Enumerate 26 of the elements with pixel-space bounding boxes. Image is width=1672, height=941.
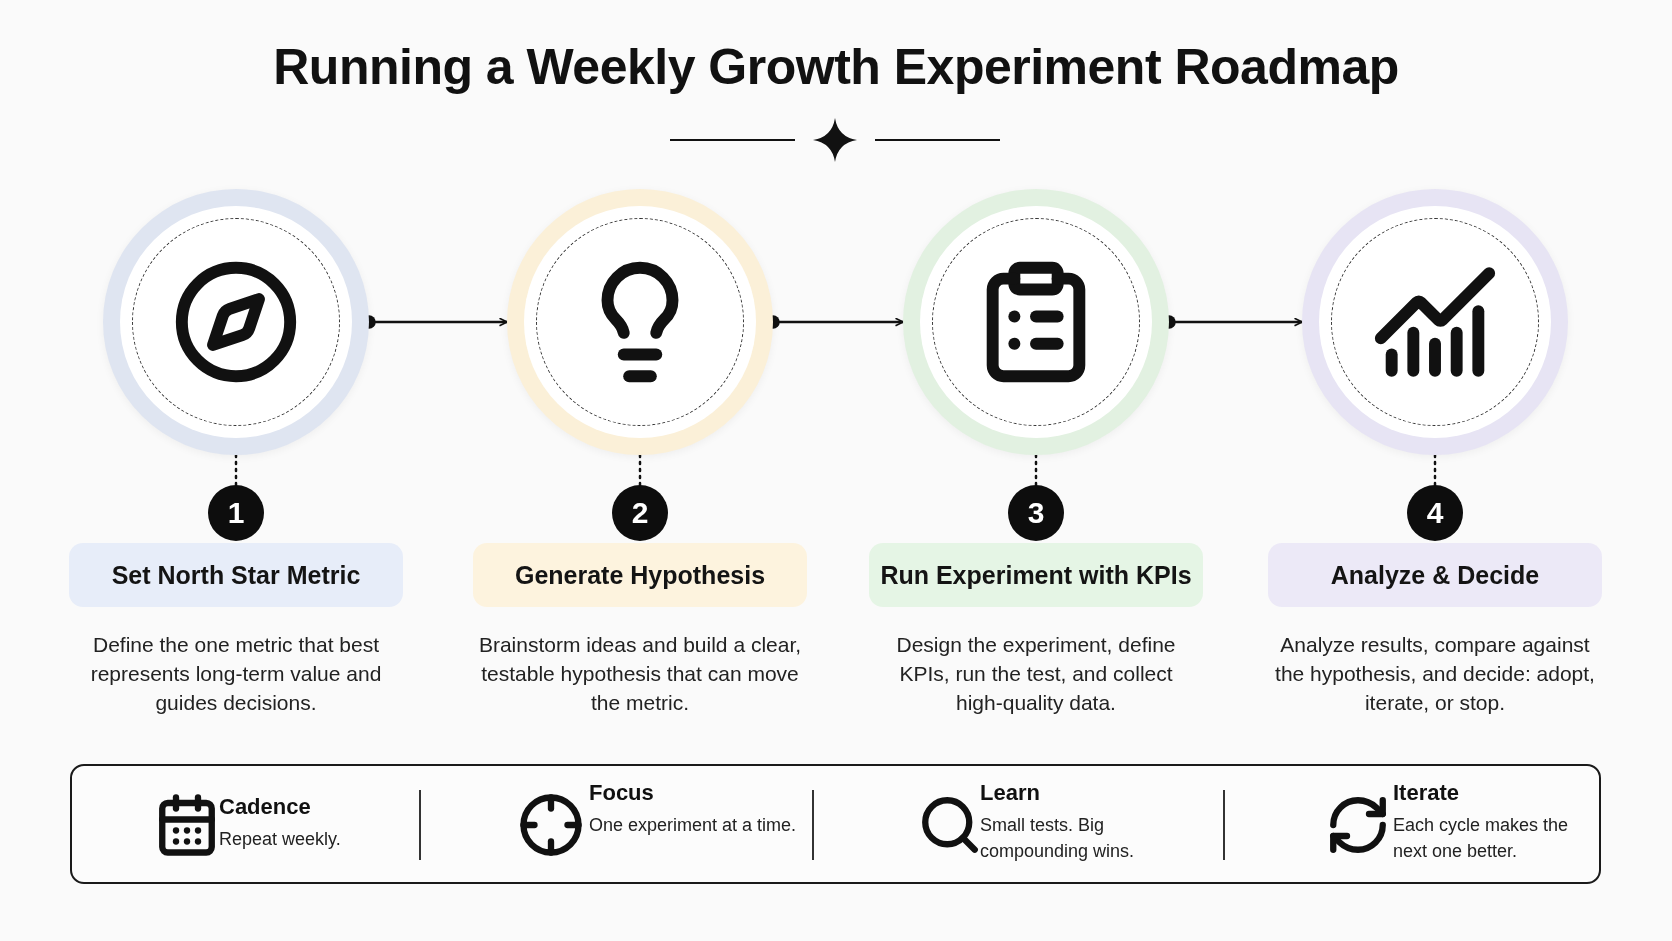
step-title: Analyze & Decide [1268, 543, 1602, 607]
step-number: 4 [1407, 485, 1463, 541]
step-number: 1 [208, 485, 264, 541]
dotted-connector [638, 453, 642, 487]
feature-heading: Cadence [219, 794, 311, 820]
feature-text: Repeat weekly. [219, 828, 342, 851]
dotted-connector [1433, 453, 1437, 487]
dotted-connector [234, 453, 238, 487]
feature-text: Each cycle makes the next one better. [1393, 814, 1570, 863]
feature-heading: Learn [980, 780, 1040, 806]
step-title: Generate Hypothesis [473, 543, 807, 607]
step-description: Brainstorm ideas and build a clear, testable hypothesis that can move the metric. [478, 632, 802, 716]
step-number: 3 [1008, 485, 1064, 541]
feature-heading: Iterate [1393, 780, 1460, 806]
info-panel [70, 764, 1601, 884]
feature-text: Small tests. Big compounding wins. [980, 814, 1136, 863]
step-description: Design the experiment, define KPIs, run the test, and collect high-quality data. [895, 632, 1177, 716]
feature-text: One experiment at a time. [589, 814, 798, 837]
title: Running a Weekly Growth Experiment Roadmap [272, 38, 1400, 96]
dotted-connector [1034, 453, 1038, 487]
step-number: 2 [612, 485, 668, 541]
step-title: Run Experiment with KPIs [869, 543, 1203, 607]
step-description: Define the one metric that best represents long-term value and guides decisions. [89, 632, 383, 716]
feature-heading: Focus [589, 780, 654, 806]
step-description: Analyze results, compare against the hypothesis, and decide: adopt, iterate, or stop. [1274, 632, 1596, 716]
step-title: Set North Star Metric [69, 543, 403, 607]
